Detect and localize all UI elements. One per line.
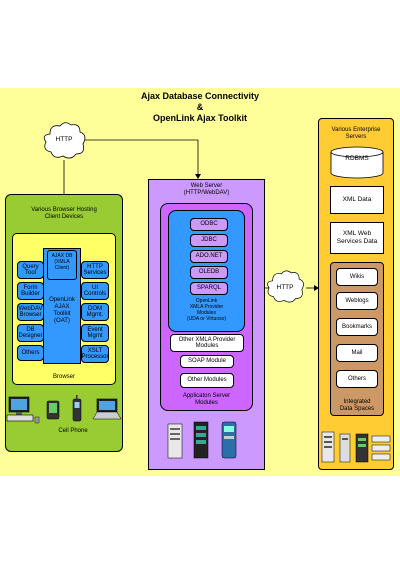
provider-jdbc-box: JDBC [190,234,228,247]
provider-sparql-box: SPARQL [190,282,228,295]
app-server-label-2: Modules [195,400,218,406]
http-cloud-mid-icon [267,270,304,303]
title-line-2: & [196,102,204,112]
blade-server-icon [221,421,237,459]
other-xmla-provider-box: Other XMLA Provider Modules [170,334,244,352]
enterprise-title-2: Servers [345,134,367,140]
arrowhead-webserver [195,174,201,179]
provider-caption-4: (UDA or Virtuoso) [186,316,227,322]
ajax-db-label-2: (XMLA [54,259,70,265]
dom-mgmt-box: DOM Mgmt. [81,303,109,321]
db-designer-box: DB Designer [17,324,44,342]
oat-label-3: Toolkit [53,311,71,317]
data-spaces-label-1: Integrated [343,399,371,405]
tower-server-icon [167,423,183,459]
client-devices-icons [6,395,122,424]
provider-caption-3: Modules [197,310,216,316]
enterprise-hardware-icons [321,431,391,463]
xml-web-services-label-2: Services Data [336,238,378,245]
desktop-computer-icon [6,396,40,424]
rdbms-label: RDBMS [345,155,369,162]
soap-module-box: SOAP Module [180,355,234,368]
space-wikis-box: Wikis [336,268,378,286]
provider-caption-2: XMLA Provider [189,304,224,310]
oat-label-1: OpenLink [49,297,75,303]
rack-server-icon [193,421,209,459]
http-cloud-top-label: HTTP [55,136,73,143]
title-line-3: OpenLink Ajax Toolkit [152,113,247,123]
ajax-db-label-1: AJAX DB [51,253,73,259]
oat-label-4: (OAT) [54,318,70,324]
space-mail-box: Mail [336,344,378,362]
arrowhead-enterprise [314,285,319,291]
rack-units-icon [371,435,391,461]
http-cloud-mid-label: HTTP [276,284,294,291]
event-mgmt-box: Event Mgmt [81,324,109,342]
client-panel-title-1: Various Browser Hosting [31,207,97,213]
ui-controls-box: UI Controls [81,282,109,300]
other-modules-box: Other Modules [180,373,234,388]
cell-phone-label: Cell Phone [58,428,88,434]
app-server-label-1: Applicaton Server [182,393,231,399]
storage-array-icon [355,433,369,463]
provider-adonet-box: ADO.NET [190,250,228,263]
xml-web-services-label-1: XML Web [342,230,372,237]
mainframe-server-icon [321,431,335,463]
http-services-box: HTTP Services [81,261,109,279]
space-bookmarks-box: Bookmarks [336,318,378,336]
xml-web-services-box [330,222,384,254]
data-spaces-label-2: Data Spaces [339,406,375,412]
integrated-data-spaces-container [330,262,384,416]
pda-device-icon [46,400,60,420]
browser-label: Browser [52,374,75,380]
oat-label-2: AJAX [54,304,70,310]
space-others-box: Others [336,370,378,388]
form-builder-box: Form Builder [17,282,44,300]
enterprise-title-1: Various Enterprise [331,127,381,133]
ajax-db-client-box [47,250,77,280]
ajax-db-label-3: Client) [54,265,70,271]
web-server-hardware-icons [167,421,237,459]
web-server-title-1: Web Server [190,183,223,189]
tower-server-icon-2 [339,433,351,463]
cell-phone-icon [72,395,82,422]
provider-caption-1: OpenLink [195,298,218,304]
title-line-1: Ajax Database Connectivity [140,91,260,101]
client-others-box: Others [17,345,44,361]
rdbms-cylinder-icon [330,146,384,179]
provider-oledb-box: OLEDB [190,266,228,279]
webdav-browser-box: WebDAV Browser [17,303,44,321]
http-cloud-top-icon [43,122,86,159]
space-weblogs-box: Weblogs [336,292,378,310]
client-panel-title-2: Client Devices [44,214,84,220]
xslt-processor-box: XSLT Processor [81,345,109,363]
web-server-title-2: (HTTP/WebDAV) [183,190,230,196]
provider-odbc-box: ODBC [190,218,228,231]
query-tool-box: Query Tool [17,261,44,279]
laptop-icon [92,398,122,420]
xml-data-box: XML Data [330,186,384,214]
